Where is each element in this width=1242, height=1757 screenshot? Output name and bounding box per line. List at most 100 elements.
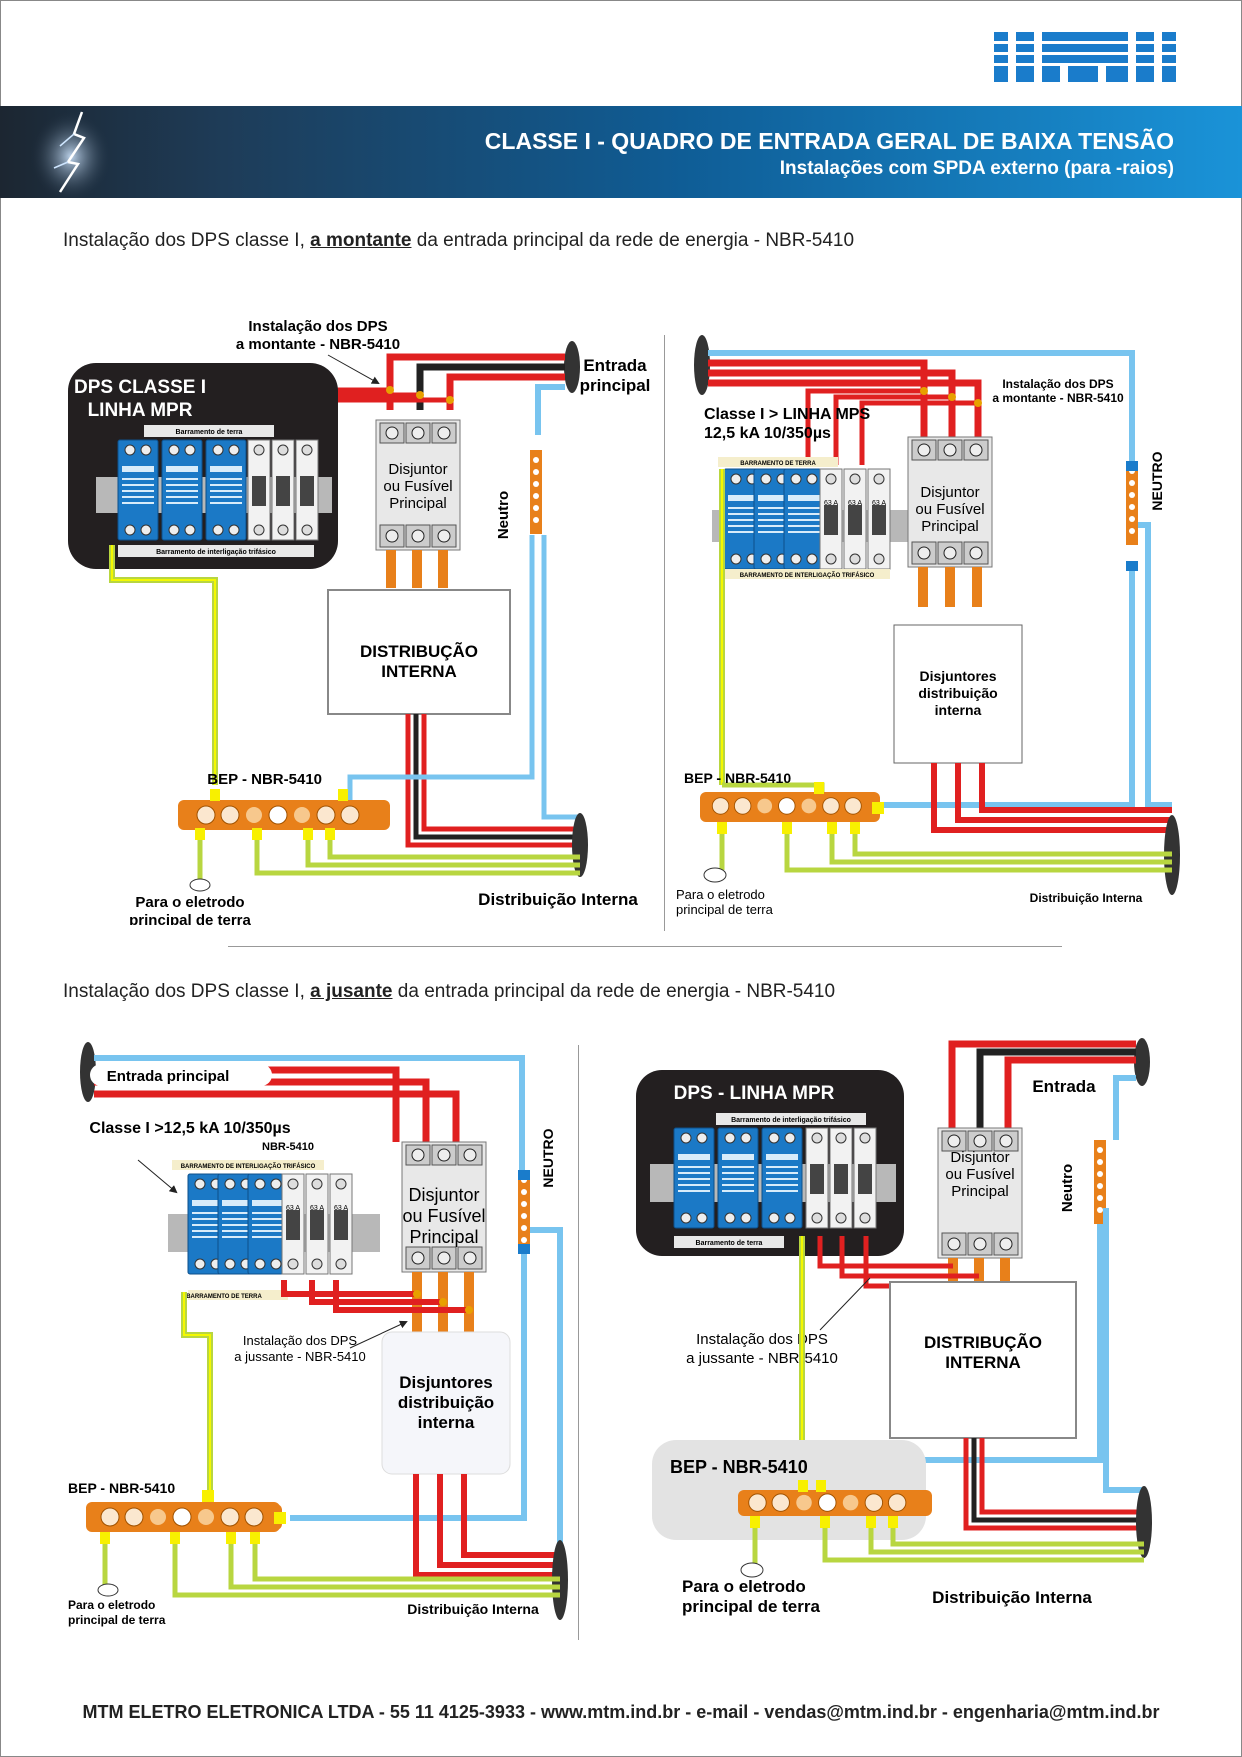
dps-module [161, 439, 203, 541]
dist-label-1: DISTRIBUÇÃO [360, 641, 478, 661]
dps-module [783, 468, 825, 570]
section-heading-jusante: Instalação dos DPS classe I, a jusante d… [63, 981, 836, 1002]
entrada-label-1: Entrada [583, 356, 647, 375]
mtm-logo [994, 32, 1176, 82]
breaker-module [271, 439, 295, 541]
dist-internal-label: Distribuição Interna [407, 1601, 539, 1617]
eletrodo-label-1: Para o eletrodo [682, 1577, 806, 1596]
eletrodo-label-1: Para o eletrodo [68, 1598, 155, 1612]
breaker-module [305, 1173, 329, 1275]
diagram-jusante-mps: Entrada principal Classe I >12,5 kA 10/3… [68, 1042, 568, 1627]
breaker-label-3: Principal [389, 495, 447, 512]
callout-line-1: Instalação dos DPS [243, 1333, 358, 1348]
rating-label: 63 A [872, 500, 886, 507]
lightning-icon [30, 106, 112, 198]
bar-top-label: Barramento de interligação trifásico [731, 1117, 851, 1124]
breaker-label-3: Principal [921, 518, 979, 535]
section-heading-montante: Instalação dos DPS classe I, a montante … [63, 230, 855, 251]
disj-label-1: Disjuntores [399, 1373, 493, 1392]
box-title: DPS - LINHA MPR [674, 1083, 835, 1104]
eletrodo-label-2: principal de terra [682, 1597, 820, 1616]
diagram-jusante-mpr: DPS - LINHA MPR Barramento de interligaç… [636, 1038, 1152, 1616]
eletrodo-label-2: principal de terra [68, 1613, 166, 1627]
breaker-module [867, 468, 891, 570]
diagram-montante-mpr: DPS CLASSE I LINHA MPR Barramento de ter… [68, 318, 651, 925]
bep-terminals [91, 1503, 283, 1531]
dps-module [761, 1127, 803, 1229]
bar-top-label: Barramento de terra [176, 429, 243, 436]
breaker-module [247, 439, 271, 541]
box-title-2: LINHA MPR [88, 400, 193, 421]
rating-label: 63 A [310, 1205, 324, 1212]
dps-module [117, 439, 159, 541]
nbr-label: NBR-5410 [262, 1141, 314, 1153]
dist-internal-label: Distribuição Interna [932, 1588, 1092, 1607]
callout-line-1: Instalação dos DPS [248, 318, 387, 335]
page-subtitle: Instalações com SPDA externo (para -raio… [779, 158, 1174, 179]
eletrodo-label-1: Para o eletrodo [135, 894, 244, 911]
callout-line-2: a jussante - NBR-5410 [686, 1350, 838, 1367]
breaker-module [295, 439, 319, 541]
breaker-module [843, 468, 867, 570]
footer-contact: MTM ELETRO ELETRONICA LTDA - 55 11 4125-… [82, 1702, 1160, 1722]
bep-terminals [703, 793, 880, 819]
breaker-label-3: Principal [409, 1227, 478, 1247]
bar-bottom-label: BARRAMENTO DE TERRA [186, 1294, 262, 1300]
neutral-label: NEUTRO [540, 1128, 556, 1187]
entrada-label: Entrada [1032, 1077, 1096, 1096]
breaker-label-1: Disjuntor [408, 1185, 479, 1205]
classe-label-2: 12,5 kA 10/350µs [704, 425, 831, 442]
callout-line-2: a jussante - NBR-5410 [234, 1349, 366, 1364]
dps-module [205, 439, 247, 541]
entrada-label-2: principal [580, 376, 651, 395]
breaker-module [853, 1127, 877, 1229]
breaker-label-2: ou Fusível [383, 478, 452, 495]
diagram-montante-mps: Instalação dos DPS a montante - NBR-5410… [676, 335, 1180, 917]
dist-internal-label: Distribuição Interna [1030, 891, 1143, 905]
breaker-label-2: ou Fusível [402, 1206, 485, 1226]
callout-line-1: Instalação dos DPS [1002, 377, 1113, 391]
callout-line-1: Instalação dos DPS [696, 1331, 828, 1348]
neutral-label: Neutro [495, 491, 512, 539]
divider-vertical-bottom [578, 1045, 579, 1640]
dps-module [673, 1127, 715, 1229]
eletrodo-label-1: Para o eletrodo [676, 887, 765, 902]
dist-label-1: DISTRIBUÇÃO [924, 1332, 1042, 1352]
dist-label-2: INTERNA [945, 1353, 1021, 1372]
disj-label-3: interna [935, 702, 982, 718]
neutral-bar [530, 450, 542, 534]
bar-bottom-label: BARRAMENTO DE INTERLIGAÇÃO TRIFÁSICO [740, 572, 875, 579]
header-banner: CLASSE I - QUADRO DE ENTRADA GERAL DE BA… [0, 106, 1242, 198]
bep-terminals [187, 801, 379, 829]
eletrodo-label-2: principal de terra [129, 912, 251, 925]
neutral-label: NEUTRO [1149, 451, 1165, 510]
dist-label-2: INTERNA [381, 662, 457, 681]
box-title-1: DPS CLASSE I [74, 377, 206, 398]
page-title: CLASSE I - QUADRO DE ENTRADA GERAL DE BA… [484, 128, 1174, 154]
neutral-bar [1126, 461, 1138, 545]
neutral-label: Neutro [1059, 1164, 1076, 1212]
eletrodo-label-2: principal de terra [676, 902, 774, 917]
neutral-bar [518, 1170, 530, 1254]
disj-label-3: interna [418, 1413, 475, 1432]
breaker-module [819, 468, 843, 570]
bep-terminals [739, 1489, 925, 1516]
breaker-module [805, 1127, 829, 1229]
bar-top-label: BARRAMENTO DE TERRA [740, 461, 816, 467]
rating-label: 63 A [848, 500, 862, 507]
bar-bottom-label: Barramento de interligação trifásico [156, 549, 276, 556]
breaker-label-2: ou Fusível [915, 501, 984, 518]
callout-line-2: a montante - NBR-5410 [992, 391, 1124, 405]
rating-label: 63 A [286, 1205, 300, 1212]
bep-label: BEP - NBR-5410 [684, 770, 791, 786]
breaker-label-1: Disjuntor [388, 461, 447, 478]
breaker-label-2: ou Fusível [945, 1166, 1014, 1183]
breaker-module [281, 1173, 305, 1275]
disj-label-2: distribuição [398, 1393, 494, 1412]
dist-internal-label: Distribuição Interna [478, 890, 638, 909]
bep-label: BEP - NBR-5410 [670, 1457, 808, 1477]
breaker-module [329, 1173, 353, 1275]
disj-label-2: distribuição [918, 685, 997, 701]
breaker-label-1: Disjuntor [920, 484, 979, 501]
rating-label: 63 A [824, 500, 838, 507]
